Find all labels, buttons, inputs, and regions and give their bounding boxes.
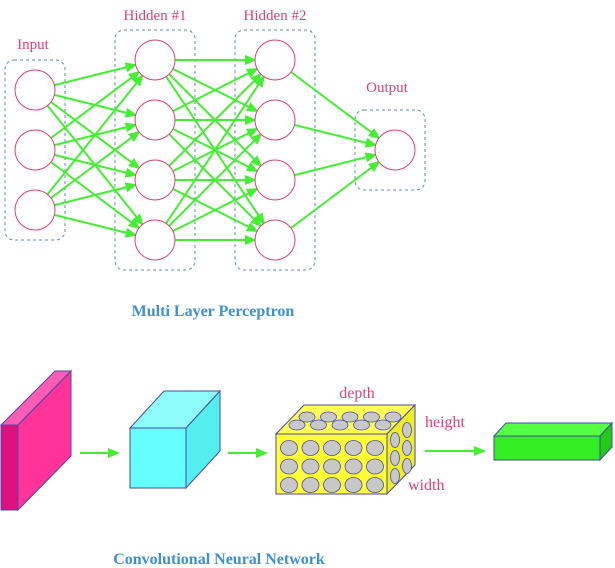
- depth-label: depth: [339, 385, 375, 402]
- mlp-edge: [165, 74, 266, 224]
- cnn-yellow-block: [274, 403, 417, 496]
- feature-map-dot: [301, 440, 320, 456]
- output-layer-box: [354, 109, 426, 191]
- mlp-edge: [54, 213, 138, 238]
- mlp-edge: [46, 74, 144, 196]
- mlp-edges: [46, 55, 381, 245]
- feature-map-dot: [280, 477, 298, 493]
- cnn-caption: Convolutional Neural Network: [113, 551, 325, 568]
- feature-map-dot: [366, 458, 384, 475]
- feature-map-dot: [323, 477, 341, 493]
- feature-map-dot: [310, 419, 327, 431]
- mlp-edge: [50, 130, 141, 199]
- hidden2-node: [254, 219, 296, 261]
- hidden2-layer-box: [234, 29, 316, 271]
- mlp-edge: [294, 152, 378, 177]
- input-layer-box: [4, 59, 66, 241]
- hidden1-node: [134, 99, 176, 141]
- hidden2-layer-label: Hidden #2: [244, 8, 307, 24]
- feature-map-dot: [341, 411, 359, 423]
- hidden2-node: [254, 159, 296, 201]
- feature-map-dot: [323, 458, 341, 475]
- feature-map-dot: [344, 440, 363, 456]
- hidden2-node: [254, 99, 296, 141]
- feature-map-dot: [384, 411, 402, 423]
- feature-map-dot: [323, 440, 341, 456]
- feature-map-dot: [374, 419, 392, 431]
- cnn-pink-block: [0, 369, 73, 512]
- hidden1-node: [134, 159, 176, 201]
- mlp-edge: [168, 132, 263, 227]
- mlp-edge: [54, 182, 138, 207]
- feature-map-dot: [320, 411, 337, 423]
- feature-map-dot: [366, 477, 384, 493]
- mlp-edge: [168, 72, 263, 167]
- feature-map-dot: [390, 432, 400, 448]
- feature-map-dot: [390, 468, 400, 484]
- feature-map-dot: [390, 450, 400, 466]
- mlp-edge: [54, 62, 138, 87]
- feature-map-dot: [402, 458, 412, 474]
- feature-map-dot: [344, 477, 363, 493]
- height-label: height: [425, 414, 466, 431]
- hidden2-node: [254, 39, 296, 81]
- mlp-edge: [294, 123, 378, 148]
- input-node: [14, 69, 56, 111]
- feature-map-dot: [301, 477, 320, 493]
- feature-map-dot: [298, 411, 316, 423]
- feature-map-dot: [280, 440, 298, 456]
- cnn-cyan-block: [128, 389, 222, 490]
- feature-map-dot: [331, 419, 349, 431]
- feature-map-dot: [344, 458, 363, 475]
- feature-map-dot: [301, 458, 320, 475]
- feature-map-dots: [280, 411, 412, 493]
- feature-map-dot: [363, 411, 380, 423]
- mlp-edge: [290, 71, 381, 140]
- feature-map-dot: [402, 440, 412, 456]
- mlp-edge: [50, 70, 141, 139]
- feature-map-dot: [402, 422, 412, 438]
- mlp-nodes: [14, 39, 416, 261]
- mlp-edge: [172, 68, 259, 112]
- input-node: [14, 129, 56, 171]
- hidden1-layer-label: Hidden #1: [124, 8, 187, 24]
- output-node: [374, 129, 416, 171]
- mlp-caption: Multi Layer Perceptron: [132, 303, 295, 320]
- hidden1-node: [134, 39, 176, 81]
- mlp-edge: [172, 188, 259, 232]
- cnn-green-block: [492, 421, 614, 462]
- hidden1-node: [134, 219, 176, 261]
- mlp-edge: [290, 160, 381, 229]
- input-node: [14, 189, 56, 231]
- feature-map-dot: [280, 458, 298, 475]
- feature-map-dot: [366, 440, 384, 456]
- feature-map-dot: [353, 419, 370, 431]
- input-layer-label: Input: [17, 37, 49, 53]
- feature-map-dot: [288, 419, 306, 431]
- output-layer-label: Output: [366, 80, 409, 96]
- width-label: width: [408, 477, 444, 494]
